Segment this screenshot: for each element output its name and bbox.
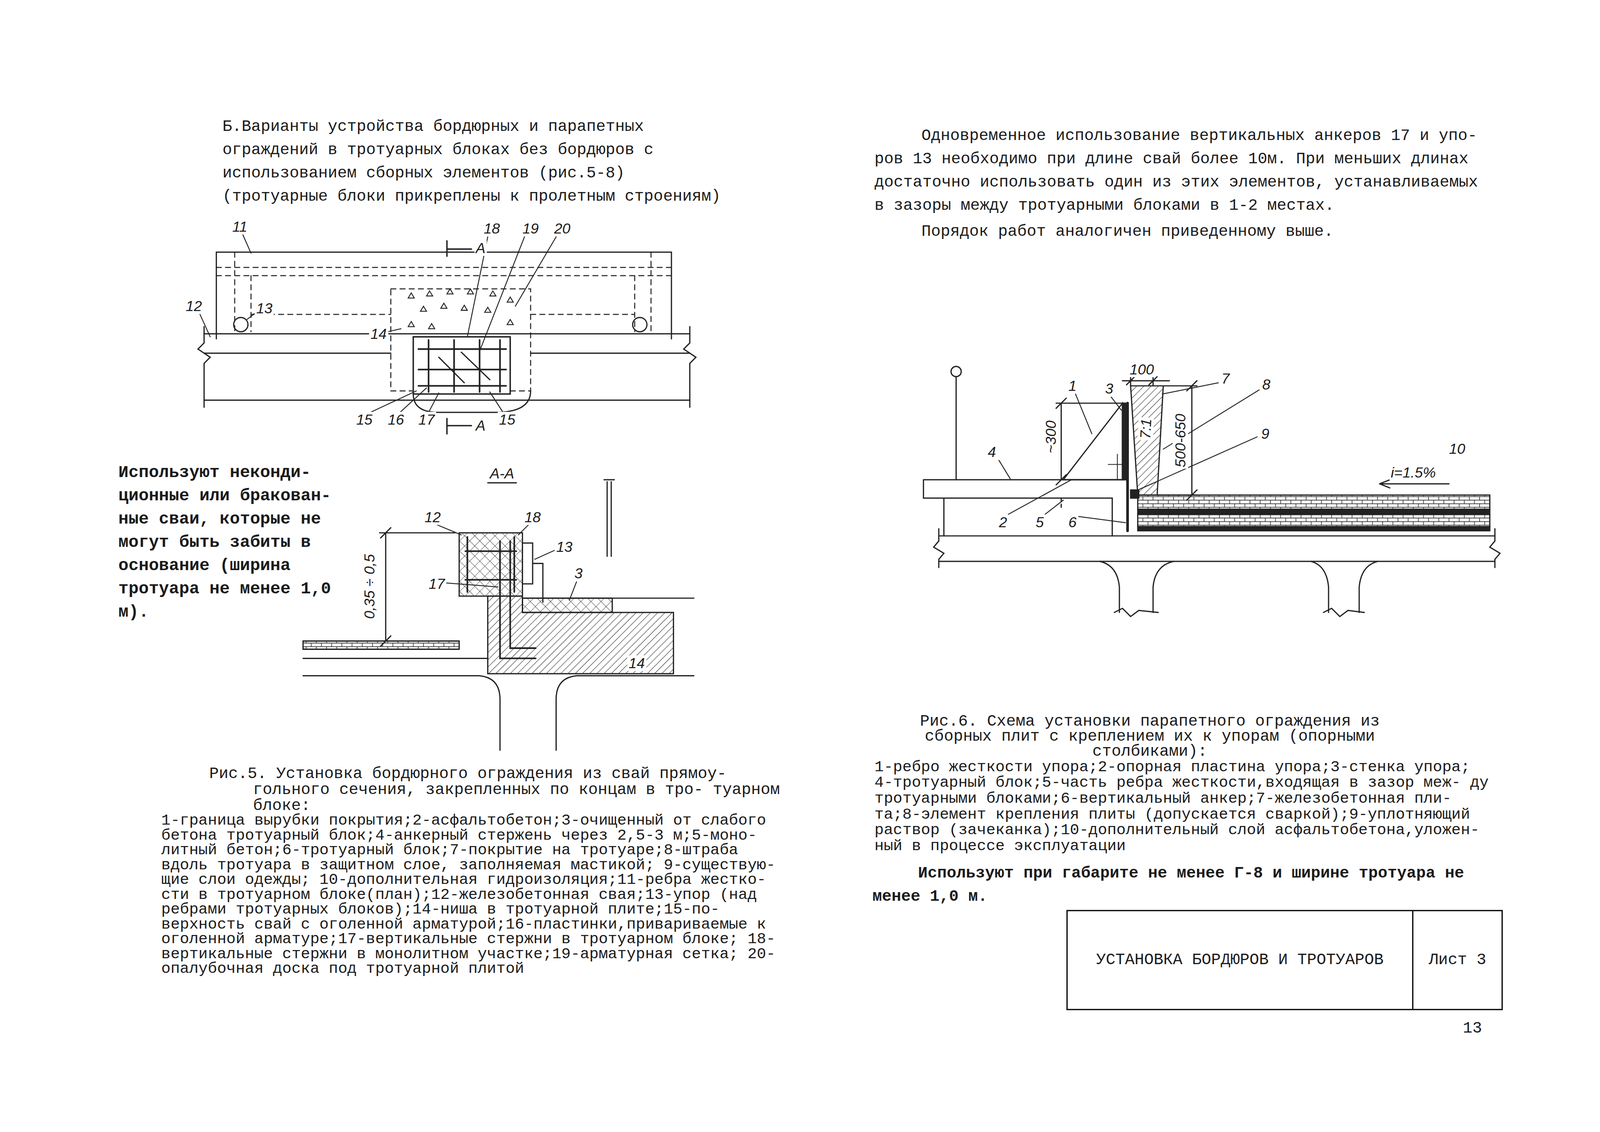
fig5-plan: [197, 234, 697, 434]
callout-number: 12: [184, 298, 204, 314]
usage-note: Используют при габарите не менее Г-8 и ш…: [872, 862, 1466, 909]
paragraph: Одновременное использование вертикальных…: [874, 124, 1481, 218]
side-note: Используют неконди- ционные или бракован…: [118, 461, 336, 624]
callout-number: 14: [627, 655, 647, 671]
callout-number: 9: [1259, 425, 1271, 442]
callout-number: 7: [1220, 370, 1232, 387]
callout-number: 6: [1066, 514, 1078, 530]
fig5-section: [302, 479, 694, 751]
callout-number: 20: [552, 220, 572, 237]
callout-number: 10: [1447, 441, 1467, 457]
paragraph: Порядок работ аналогичен приведенному вы…: [874, 220, 1481, 244]
callout-number: 3: [1103, 380, 1115, 397]
sheet-number-cell: Лист 3: [1412, 909, 1503, 1011]
page-number: 13: [1461, 1020, 1484, 1038]
section-heading: Б.Варианты устройства бордюрных и парапе…: [222, 115, 725, 209]
slope-label: i=1.5%: [1389, 464, 1438, 481]
figure-caption: Рис.5. Установка бордюрного ограждения и…: [209, 766, 783, 815]
callout-number: 19: [521, 220, 541, 237]
fig6-section: [923, 366, 1501, 617]
callout-number: А: [474, 240, 487, 256]
cell-text: УСТАНОВКА БОРДЮРОВ И ТРОТУАРОВ: [1096, 950, 1384, 971]
cell-text: Лист 3: [1428, 950, 1486, 971]
figure-key: 1-граница вырубки покрытия;2-асфальтобет…: [161, 813, 777, 977]
dimension: 500-650: [1172, 412, 1189, 469]
dimension: 0,35 ÷ 0,5: [361, 552, 378, 621]
callout-number: 15: [354, 411, 375, 428]
dimension: 100: [1128, 361, 1156, 378]
section-title: А-А: [488, 465, 516, 482]
callout-number: 16: [386, 411, 406, 428]
callout-number: А: [474, 417, 487, 434]
figure-key: 1-ребро жесткости упора;2-опорная пласти…: [874, 759, 1491, 855]
callout-number: 3: [573, 565, 585, 582]
callout-number: 18: [523, 509, 543, 525]
title-block-cell: УСТАНОВКА БОРДЮРОВ И ТРОТУАРОВ: [1066, 909, 1414, 1011]
callout-number: 13: [554, 539, 574, 555]
callout-number: 12: [423, 509, 443, 525]
callout-number: 18: [482, 220, 502, 237]
callout-number: 17: [416, 411, 437, 428]
callout-number: 5: [1034, 514, 1046, 530]
callout-number: 13: [254, 300, 275, 317]
callout-number: 11: [230, 218, 249, 235]
figure-caption: Рис.6. Схема установки парапетного ограж…: [918, 714, 1382, 760]
dimension: ~300: [1043, 418, 1059, 455]
callout-number: 17: [427, 576, 447, 592]
callout-number: 8: [1261, 376, 1273, 393]
callout-number: 14: [368, 326, 389, 342]
slope-ratio: 7:1: [1137, 416, 1155, 441]
callout-number: 2: [997, 514, 1009, 530]
callout-number: 15: [497, 411, 517, 428]
callout-number: 4: [986, 444, 998, 460]
callout-number: 1: [1066, 378, 1078, 394]
